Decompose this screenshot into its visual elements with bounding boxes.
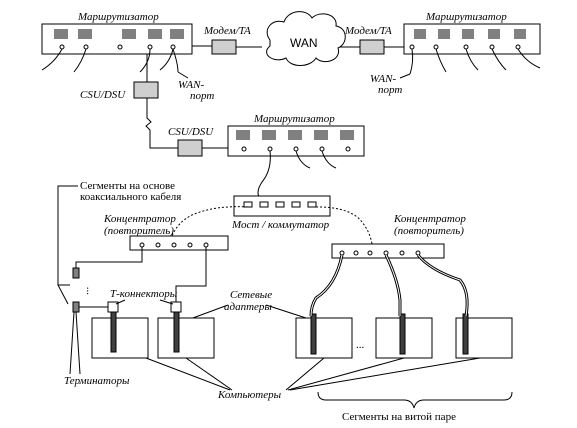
bridge-switch-label: Мост / коммутатор: [231, 219, 330, 231]
wan-port-right-label-2: порт: [378, 84, 402, 96]
router-top-left-label: Маршрутизатор: [77, 11, 159, 23]
modem-right-label: Модем/TA: [344, 25, 392, 37]
net-adapters-label-1: Сетевые: [230, 289, 272, 301]
bridge-to-hub-right-link: [311, 206, 373, 245]
hub-left-label-2: (повторитель): [104, 225, 174, 237]
terminator-bottom: [72, 301, 80, 313]
bridge-switch: [233, 195, 331, 217]
hub-right: [331, 243, 445, 259]
hub-right-label-2: (повторитель): [394, 225, 464, 237]
net-adapters-label-2: адаптеры: [224, 301, 272, 313]
bridge-to-hub-left-link: [171, 206, 249, 237]
wan-port-right-label-1: WAN-: [370, 73, 396, 85]
modem-left: [211, 39, 237, 55]
modem-left-label: Модем/TA: [203, 25, 251, 37]
computer-3: [295, 313, 353, 359]
wan-label: WAN: [290, 36, 318, 50]
wan-port-left-label-2: порт: [190, 90, 214, 102]
csudsu-left-label: CSU/DSU: [80, 89, 126, 101]
router-top-left: [41, 23, 193, 55]
router-top-right-label: Маршрутизатор: [425, 11, 507, 23]
computer-1: [91, 311, 149, 359]
computer-2: [157, 311, 215, 359]
coax-ellipsis: ...: [84, 287, 96, 295]
wan-cloud: [266, 11, 346, 66]
hub-left: [129, 235, 229, 251]
computer-4: [375, 313, 433, 359]
coax-segments-label-2: коаксиального кабеля: [80, 191, 181, 203]
router-middle-label: Маршрутизатор: [253, 113, 335, 125]
csudsu-middle: [177, 139, 203, 157]
terminator-top: [72, 267, 80, 279]
wan-port-left-label-1: WAN-: [178, 79, 204, 91]
computers-ellipsis: ...: [356, 339, 365, 351]
hub-right-label-1: Концентратор: [393, 213, 466, 225]
modem-right: [359, 39, 385, 55]
terminators-label: Терминаторы: [64, 375, 130, 387]
router-top-left-ports: [54, 29, 184, 39]
computer-5: [455, 313, 513, 359]
coax-segments-label-1: Сегменты на основе: [80, 180, 175, 192]
csudsu-left: [133, 81, 159, 99]
twisted-pair-segments-label: Сегменты на витой паре: [342, 411, 456, 423]
csudsu-middle-label: CSU/DSU: [168, 126, 214, 138]
t-connectors-label: Т-коннекторы: [110, 288, 178, 300]
hub-left-label-1: Концентратор: [103, 213, 176, 225]
router-top-right: [403, 23, 541, 55]
computers-label: Компьютеры: [217, 389, 282, 401]
